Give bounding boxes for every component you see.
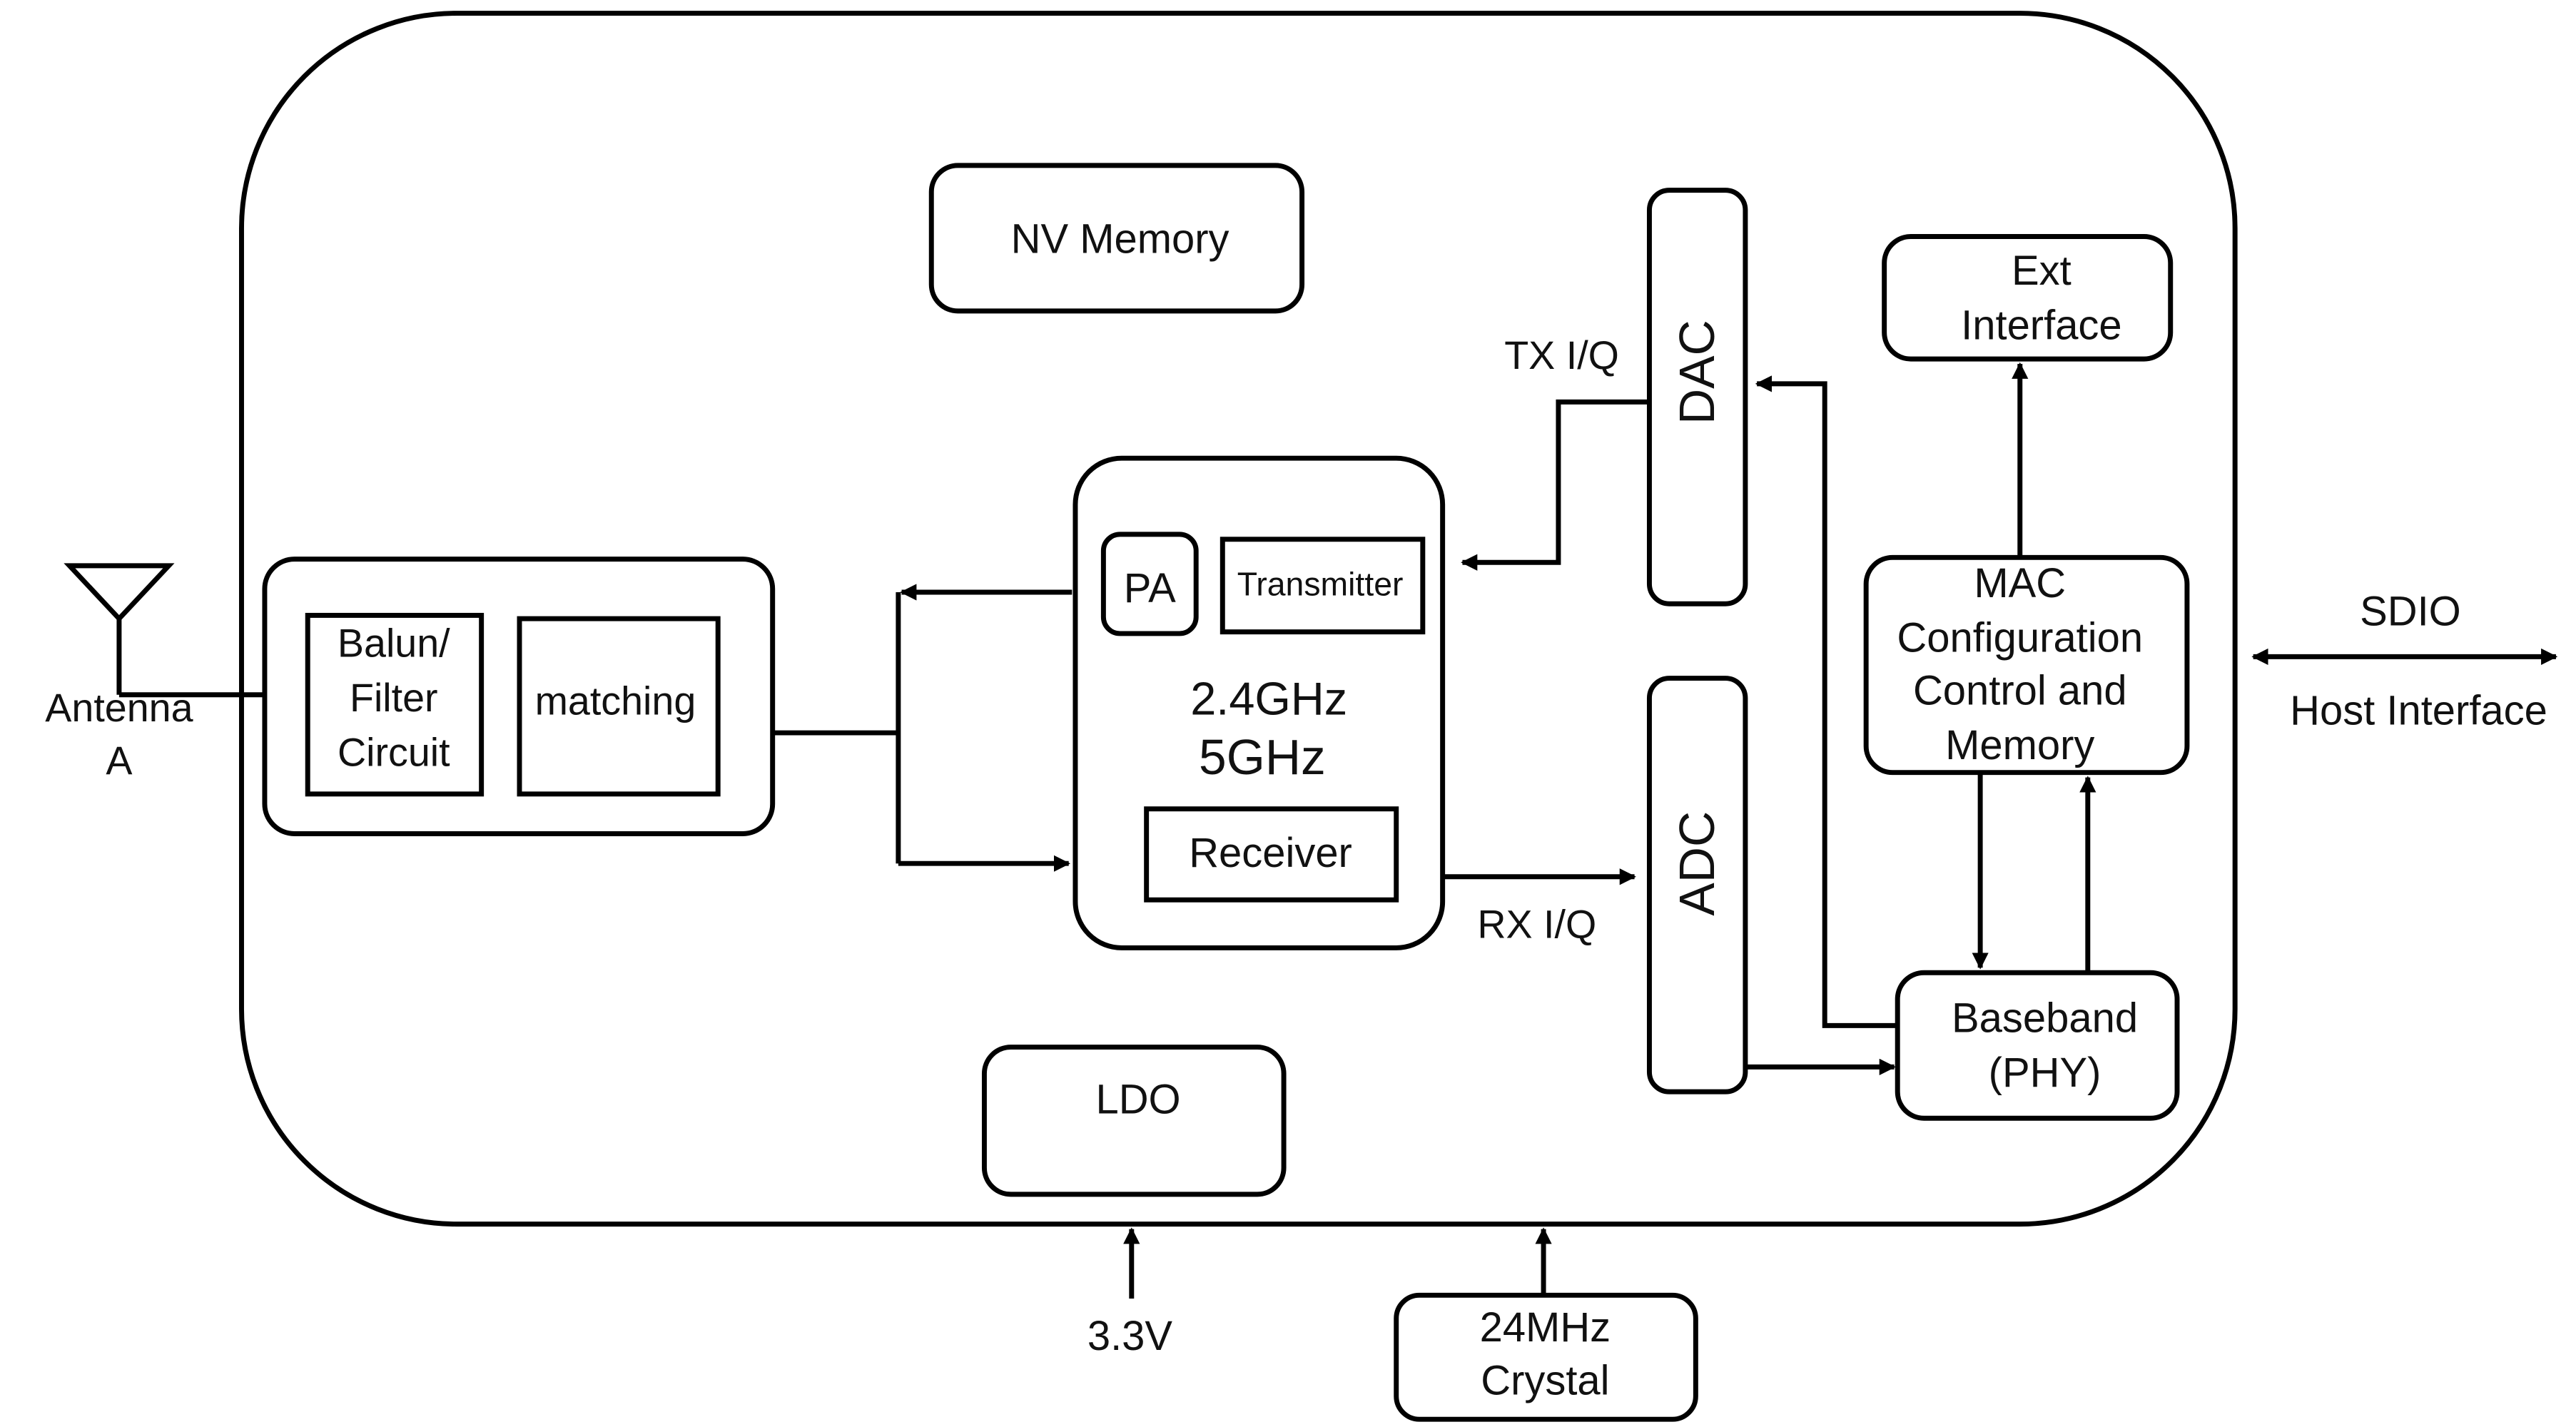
rf-connections <box>772 584 1073 872</box>
nv-memory-block <box>928 163 1305 314</box>
antenna-label: Antenna <box>45 686 193 730</box>
mac-label-3: Control and <box>1913 669 2127 714</box>
receiver-block <box>1144 806 1399 903</box>
balun-label-2: Filter <box>350 676 438 720</box>
ext-interface-label-2: Interface <box>1961 303 2122 348</box>
dac-label: DAC <box>1669 320 1725 425</box>
freq-24-label: 2.4GHz <box>1190 673 1347 725</box>
baseband-label-2: (PHY) <box>1989 1050 2101 1096</box>
mac-label-1: MAC <box>1974 561 2066 606</box>
supply-label: 3.3V <box>1087 1314 1173 1359</box>
matching-block <box>517 616 721 797</box>
front-end-module <box>262 557 776 836</box>
receiver-label: Receiver <box>1189 831 1352 876</box>
crystal-label-2: Crystal <box>1481 1358 1609 1403</box>
adc-label: ADC <box>1669 811 1725 916</box>
balun-filter-block <box>305 612 485 797</box>
ldo-block <box>981 1045 1287 1197</box>
host-interface-label: Host Interface <box>2290 688 2547 733</box>
balun-label-1: Balun/ <box>338 621 450 665</box>
baseband-block <box>1895 970 2180 1121</box>
crystal-block <box>1394 1292 1698 1422</box>
dac-block <box>1646 188 1748 606</box>
mac-block <box>1863 554 2190 776</box>
antenna-sublabel: A <box>106 738 132 783</box>
tx-iq-label: TX I/Q <box>1504 333 1619 377</box>
ext-interface-block <box>1882 234 2174 362</box>
antenna-icon <box>64 563 265 698</box>
pa-block <box>1100 532 1199 636</box>
pa-label: PA <box>1124 566 1176 611</box>
transceiver-block <box>1073 455 1446 950</box>
transmitter-block <box>1219 537 1426 635</box>
freq-5-label: 5GHz <box>1199 729 1326 785</box>
mac-label-4: Memory <box>1945 723 2094 768</box>
ext-interface-label-1: Ext <box>2012 248 2072 294</box>
balun-label-3: Circuit <box>338 730 450 774</box>
baseband-label-1: Baseband <box>1952 996 2138 1042</box>
rx-iq-label: RX I/Q <box>1477 903 1596 947</box>
crystal-label-1: 24MHz <box>1480 1305 1611 1351</box>
matching-label: matching <box>535 679 696 723</box>
ldo-label: LDO <box>1095 1077 1180 1122</box>
transmitter-label: Transmitter <box>1237 566 1404 603</box>
nv-memory-label: NV Memory <box>1011 217 1229 263</box>
chip-boundary <box>239 11 2238 1227</box>
baseband-to-dac-line <box>1755 375 1898 1028</box>
sdio-label: SDIO <box>2360 589 2461 634</box>
tx-iq-line <box>1461 399 1650 571</box>
adc-block <box>1646 676 1748 1095</box>
mac-label-2: Configuration <box>1897 615 2143 661</box>
